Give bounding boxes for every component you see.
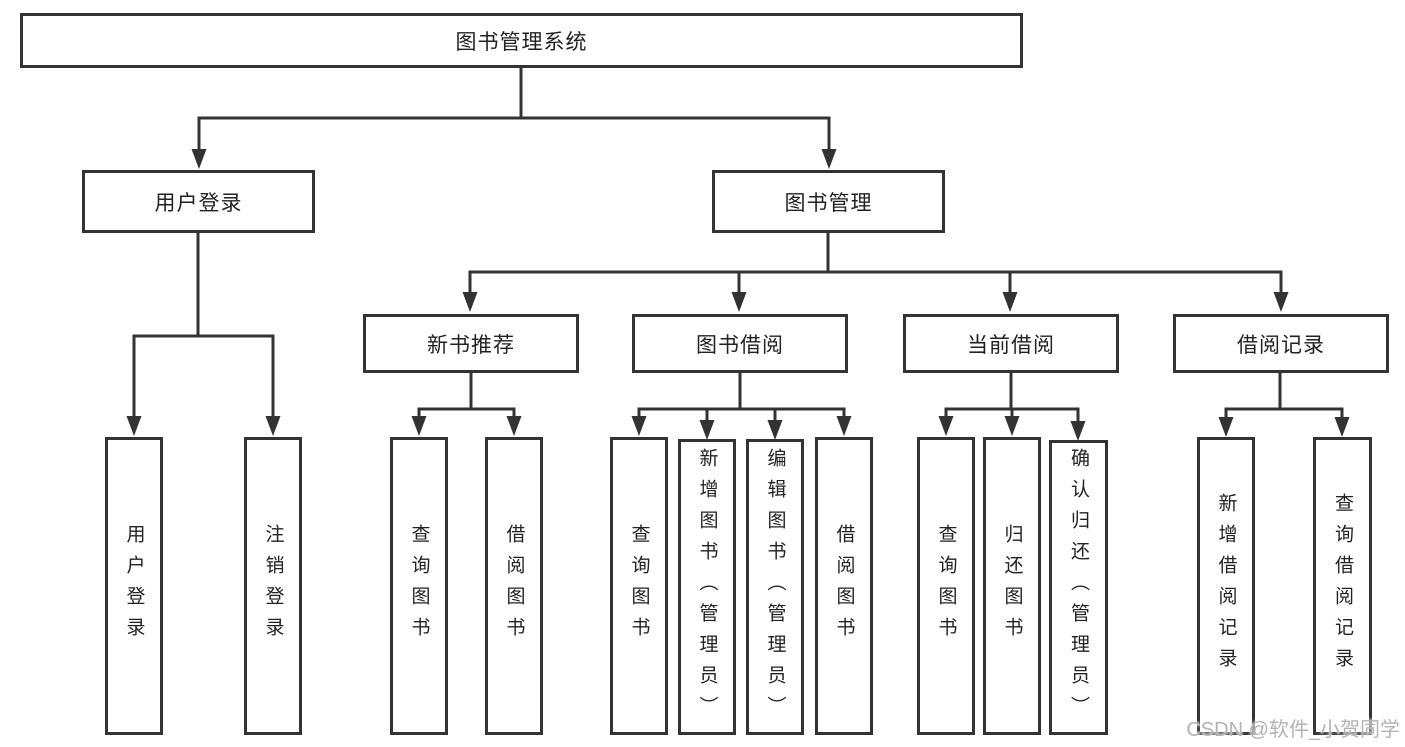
connector-root-to-level2 [191,66,837,169]
arrowhead-icon [836,416,852,436]
node-leaf-cur-return-books: 归还图书 [983,437,1041,735]
node-leaf-user-login-label: 用户登录 [123,524,145,648]
arrowhead-icon [1273,292,1289,312]
node-leaf-rec-query-books: 查询图书 [390,437,448,735]
node-leaf-rec-borrow-books-label: 借阅图书 [503,524,525,648]
node-leaf-rec-query-record: 查询借阅记录 [1313,437,1372,735]
node-root: 图书管理系统 [20,13,1023,68]
node-leaf-bor-query-books: 查询图书 [610,437,668,735]
node-new-book-rec-label: 新书推荐 [427,333,515,357]
node-leaf-rec-add-record: 新增借阅记录 [1197,437,1255,735]
arrowhead-icon [191,149,207,169]
node-new-book-rec: 新书推荐 [363,314,579,373]
node-leaf-logout: 注销登录 [244,437,302,735]
node-leaf-rec-borrow-books: 借阅图书 [485,437,543,735]
node-user-login: 用户登录 [82,170,315,233]
node-book-mgmt: 图书管理 [712,170,945,233]
node-leaf-cur-query-books: 查询图书 [917,437,975,735]
node-root-label: 图书管理系统 [455,30,588,54]
arrowhead-icon [631,416,647,436]
node-current-borrow-label: 当前借阅 [967,333,1055,357]
arrowhead-icon [265,416,281,436]
connector-current-borrow-children [938,371,1086,441]
arrowhead-icon [1218,417,1234,437]
node-borrow-records-label: 借阅记录 [1237,333,1325,357]
arrowhead-icon [1004,416,1020,436]
node-leaf-bor-add-books: 新增图书（管理员） [678,439,736,735]
node-current-borrow: 当前借阅 [903,314,1119,373]
node-leaf-cur-return-books-label: 归还图书 [1001,524,1023,648]
connector-user-login-children [126,231,281,436]
node-leaf-bor-query-books-label: 查询图书 [628,524,650,648]
node-borrow-records: 借阅记录 [1173,314,1389,373]
node-leaf-cur-confirm-return: 确认归还（管理员） [1049,440,1108,735]
node-user-login-label: 用户登录 [154,191,243,215]
arrowhead-icon [1070,421,1086,441]
node-leaf-rec-add-record-label: 新增借阅记录 [1215,493,1237,679]
arrowhead-icon [1002,292,1018,312]
node-book-borrow-label: 图书借阅 [696,333,784,357]
node-leaf-bor-borrow-books: 借阅图书 [815,437,873,735]
node-leaf-cur-query-books-label: 查询图书 [935,524,957,648]
node-leaf-rec-query-record-label: 查询借阅记录 [1332,493,1353,679]
connector-book-borrow-children [631,371,852,440]
csdn-watermark: CSDN @软件_小贺同学 [1186,719,1400,741]
arrowhead-icon [767,420,783,440]
node-leaf-bor-borrow-books-label: 借阅图书 [833,524,855,648]
arrowhead-icon [938,416,954,436]
arrowhead-icon [506,416,522,436]
node-leaf-user-login: 用户登录 [105,437,163,735]
node-leaf-cur-confirm-return-label: 确认归还（管理员） [1068,448,1089,727]
arrowhead-icon [1334,417,1350,437]
arrowhead-icon [411,416,427,436]
arrowhead-icon [462,292,478,312]
arrowhead-icon [821,149,837,169]
node-leaf-bor-edit-books-label: 编辑图书（管理员） [764,447,786,727]
arrowhead-icon [126,416,142,436]
connector-book-mgmt-children [462,231,1289,312]
node-book-mgmt-label: 图书管理 [784,191,873,215]
node-leaf-bor-edit-books: 编辑图书（管理员） [746,439,804,735]
node-book-borrow: 图书借阅 [632,314,848,373]
connector-borrow-records-children [1218,371,1350,437]
node-leaf-logout-label: 注销登录 [262,524,284,648]
node-leaf-rec-query-books-label: 查询图书 [408,524,430,648]
arrowhead-icon [731,292,747,312]
node-leaf-bor-add-books-label: 新增图书（管理员） [696,447,718,727]
connector-new-book-children [411,371,522,436]
arrowhead-icon [699,420,715,440]
